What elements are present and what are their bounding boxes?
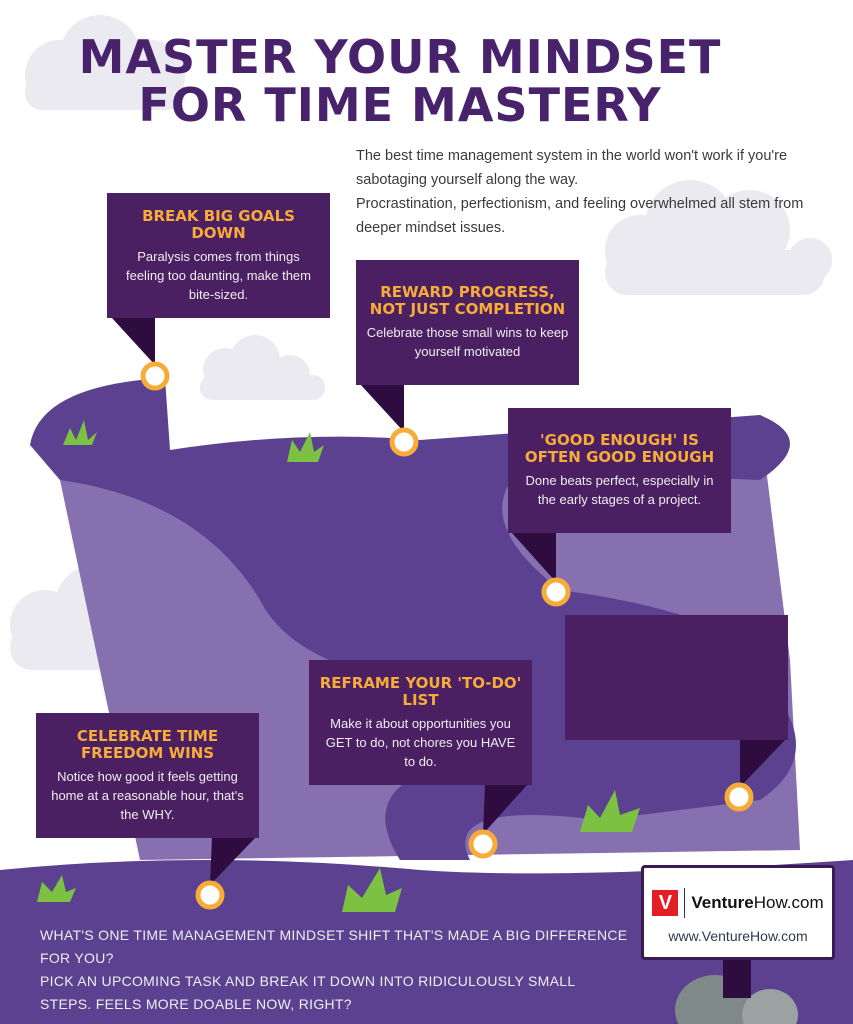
tip-heading: REWARD PROGRESS, NOT JUST COMPLETION — [369, 283, 566, 318]
closing-question: WHAT'S ONE TIME MANAGEMENT MINDSET SHIFT… — [40, 927, 628, 966]
tip-box-reframe-todo: REFRAME YOUR 'TO-DO' LIST Make it about o… — [309, 660, 532, 785]
title-line-1: MASTER YOUR MINDSET — [78, 30, 722, 84]
cloud — [25, 15, 185, 110]
marker — [468, 829, 498, 859]
cloud — [605, 180, 832, 295]
sign-post — [723, 958, 751, 998]
tip-heading: BREAK BIG GOALS DOWN — [142, 206, 295, 242]
title-line-2: FOR TIME MASTERY — [138, 78, 662, 132]
tip-text: Celebrate those small wins to keep yours… — [366, 325, 569, 359]
tip-box-celebrate-wins: CELEBRATE TIME FREEDOM WINS Notice how go… — [36, 713, 259, 838]
tip-heading: 'GOOD ENOUGH' IS OFTEN GOOD ENOUGH — [524, 431, 715, 466]
marker — [389, 427, 419, 457]
brand-name-rest: How.com — [753, 893, 824, 912]
brand-sign: V VentureHow.com www.VentureHow.com — [641, 865, 835, 960]
tip-box-good-enough: 'GOOD ENOUGH' IS OFTEN GOOD ENOUGH Done b… — [508, 408, 731, 533]
venturehow-logo-icon: V — [652, 890, 679, 916]
closing-questions: WHAT'S ONE TIME MANAGEMENT MINDSET SHIFT… — [40, 924, 630, 1016]
brand-name-bold: Venture — [691, 893, 754, 912]
intro-paragraph-2: Procrastination, perfectionism, and feel… — [356, 196, 804, 236]
marker — [724, 782, 754, 812]
tip-text: Done beats perfect, especially in the ea… — [525, 473, 714, 507]
marker — [140, 361, 170, 391]
tip-text: Paralysis comes from things feeling too … — [125, 248, 311, 302]
tip-text: Notice how good it feels getting home at… — [51, 768, 244, 822]
closing-call-to-action: PICK AN UPCOMING TASK AND BREAK IT DOWN … — [40, 973, 575, 1012]
tip-heading: REFRAME YOUR 'TO-DO' LIST — [319, 673, 522, 709]
brand-url[interactable]: www.VentureHow.com — [668, 928, 808, 944]
tip-box-reward-progress: REWARD PROGRESS, NOT JUST COMPLETION Cele… — [356, 260, 579, 385]
cloud — [200, 335, 325, 400]
intro-paragraph-1: The best time management system in the w… — [356, 148, 788, 188]
marker — [195, 880, 225, 910]
tip-heading: CELEBRATE TIME FREEDOM WINS — [76, 726, 219, 762]
tip-box-empty — [565, 615, 788, 740]
grass-tufts — [37, 420, 640, 912]
tip-box-break-goals: BREAK BIG GOALS DOWN Paralysis comes from… — [107, 193, 330, 318]
clouds — [10, 15, 832, 670]
tip-text: Make it about opportunities you GET to d… — [325, 715, 516, 769]
box-pointers — [112, 318, 785, 885]
milestone-markers — [140, 361, 754, 910]
marker — [541, 577, 571, 607]
